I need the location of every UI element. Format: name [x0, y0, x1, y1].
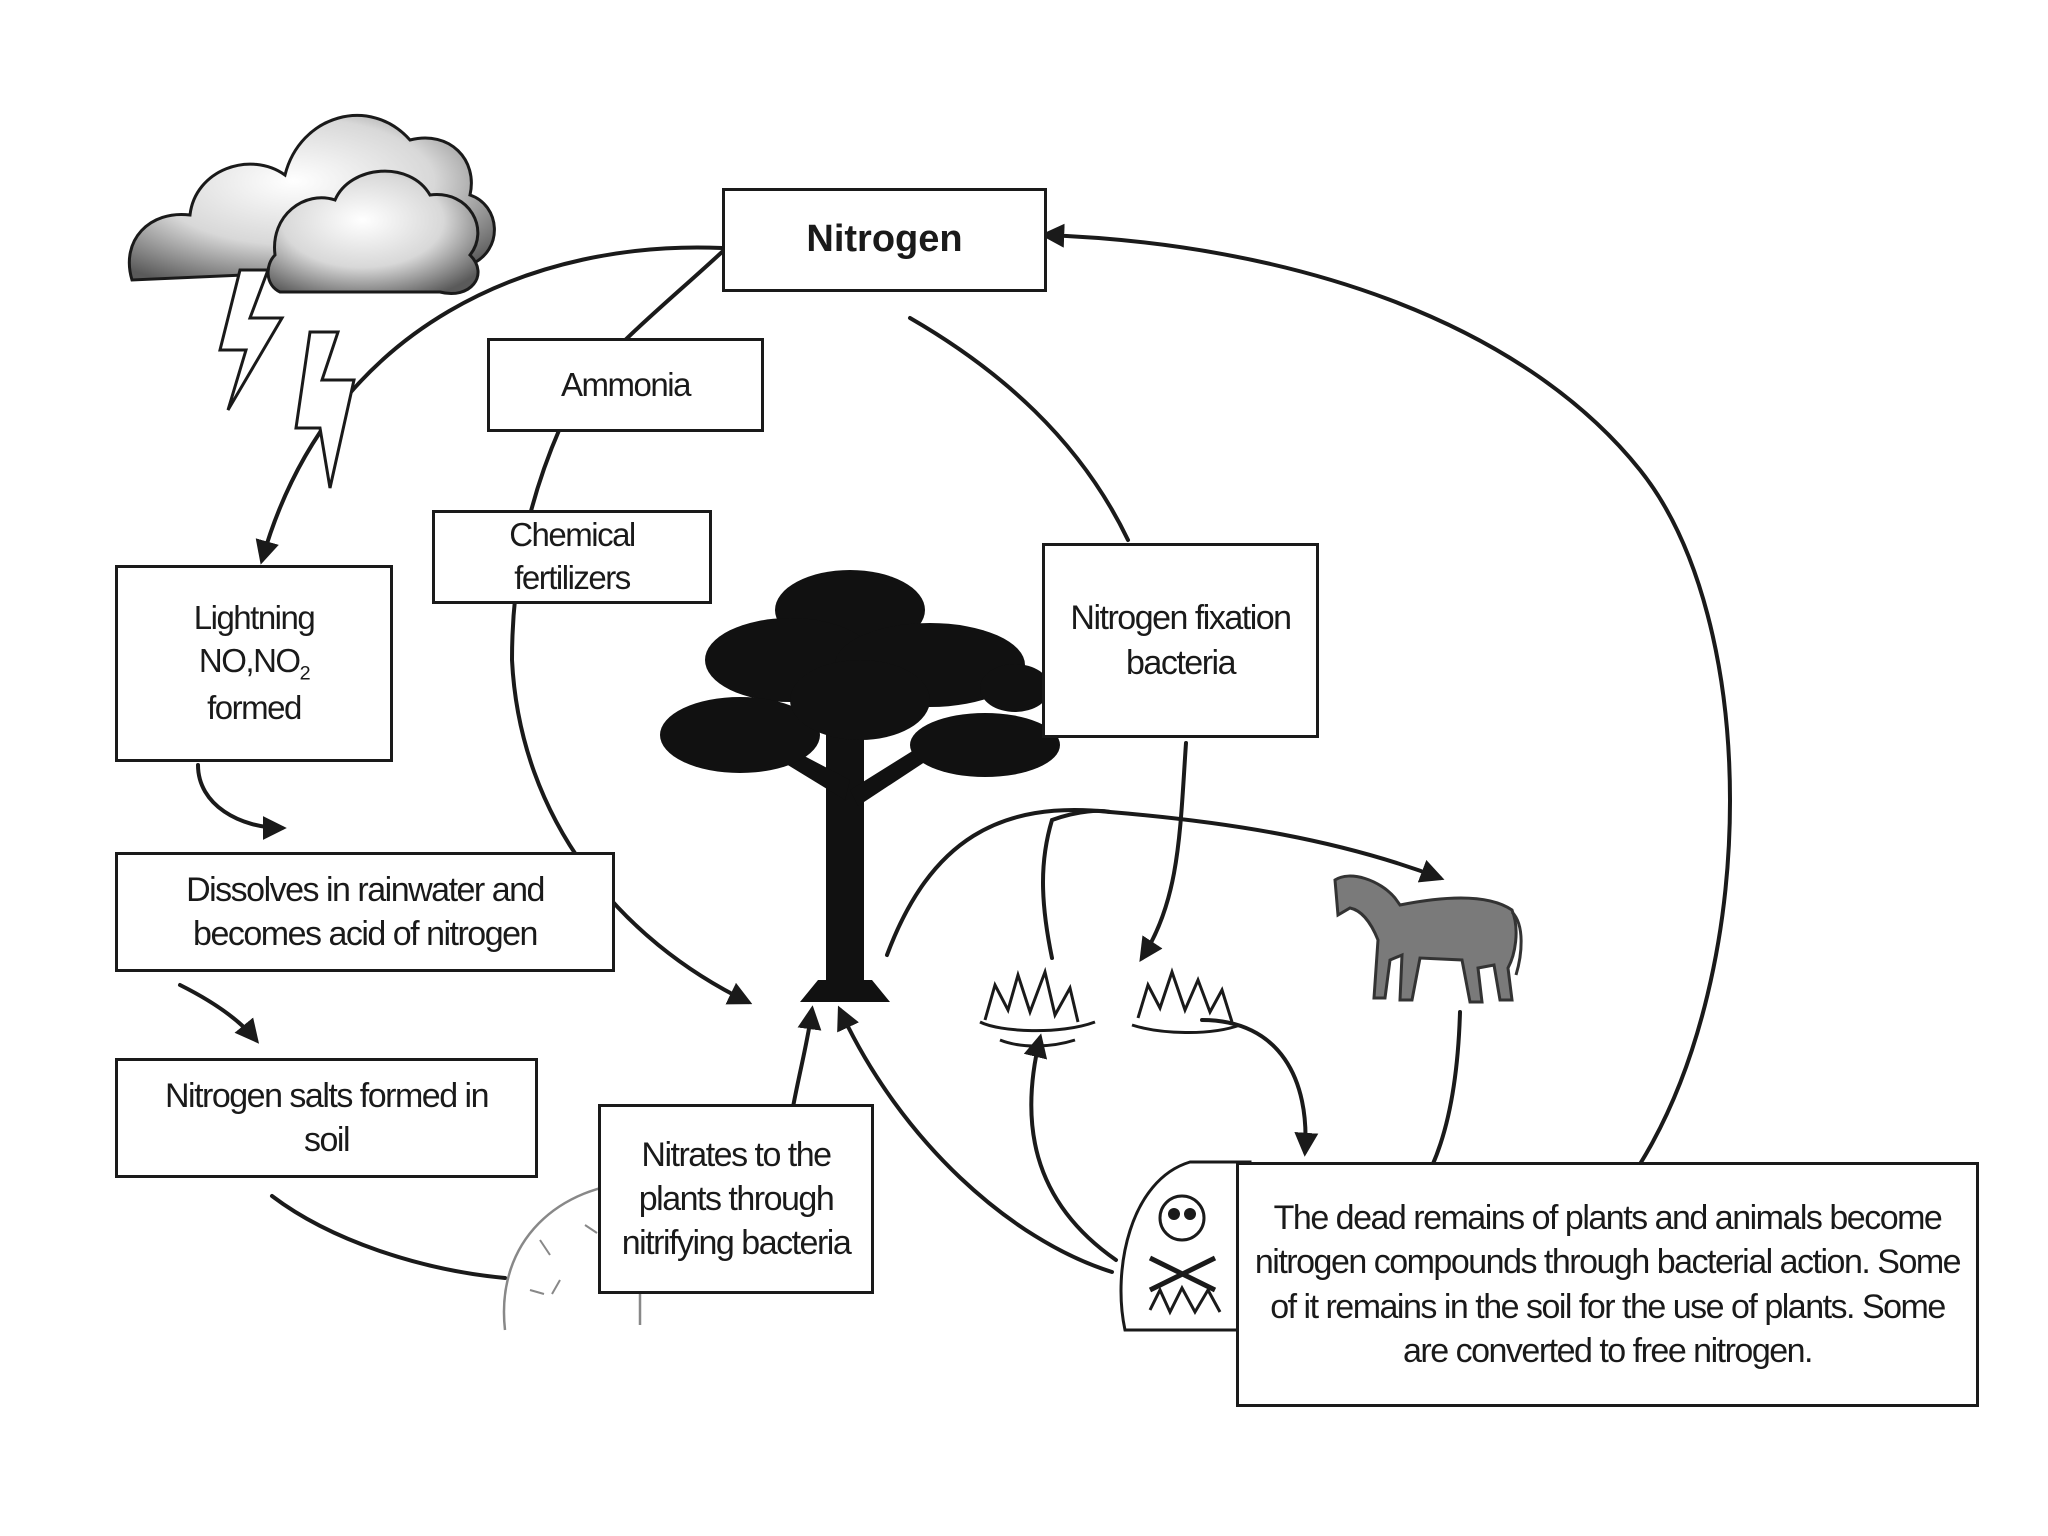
fertilizers-line-2: fertilizers [514, 559, 631, 596]
arrow-horse-to-decomposer [1430, 1010, 1462, 1168]
arrow-nitrogen-to-fixation [908, 316, 1130, 542]
nitrogen-label: Nitrogen [806, 218, 963, 261]
horse-icon [1333, 874, 1523, 1004]
dead-remains-line-1: The dead remains of plants and animals b… [1273, 1199, 1943, 1238]
dead-remains-line-2: nitrogen compounds through bacterial act… [1254, 1243, 1962, 1282]
plant-icon [979, 966, 1241, 1048]
chemical-fertilizers-box: Chemical fertilizers [432, 510, 712, 604]
arrow-nitrates-to-tree [791, 1005, 822, 1109]
dead-remains-box: The dead remains of plants and animals b… [1236, 1162, 1979, 1407]
nitrogen-box: Nitrogen [722, 188, 1047, 292]
arrow-fixation-to-plants [1139, 741, 1188, 963]
storm-cloud-icon [127, 114, 496, 295]
arrow-plants-to-decomposer [1200, 1018, 1319, 1157]
fixation-line-2: bacteria [1126, 643, 1236, 682]
fertilizers-line-1: Chemical [509, 516, 636, 554]
nitrates-line-2: plants through [638, 1179, 835, 1218]
arrow-dead-to-nitrogen [1040, 223, 1732, 1166]
fixation-box: Nitrogen fixation bacteria [1042, 543, 1319, 738]
lightning-formula: NO,NO2 [198, 641, 311, 685]
nitrates-line-3: nitrifying bacteria [621, 1224, 852, 1263]
arrow-nitrogen-to-lightning [255, 245, 724, 565]
arrow-lightning-to-dissolves [196, 763, 287, 840]
salts-line-2: soil [303, 1121, 351, 1159]
arrow-to-plants-left [1041, 809, 1112, 960]
dead-remains-line-4: are converted to free nitrogen. [1403, 1331, 1814, 1370]
arrow-decomposer-to-tree [837, 1005, 1114, 1274]
nitrates-line-1: Nitrates to the [641, 1135, 832, 1174]
lightning-line-3: formed [207, 689, 302, 727]
dissolves-line-2: becomes acid of nitrogen [193, 915, 538, 953]
nitrates-box: Nitrates to the plants through nitrifyin… [598, 1104, 874, 1294]
arrow-salts-to-soil [270, 1194, 507, 1280]
ammonia-box: Ammonia [487, 338, 764, 432]
ammonia-label: Ammonia [561, 365, 691, 403]
tree-icon [660, 570, 1060, 1002]
lightning-line-1: Lightning [193, 598, 316, 636]
nitrogen-salts-box: Nitrogen salts formed in soil [115, 1058, 538, 1178]
skull-icon [1119, 1160, 1252, 1332]
dead-remains-line-3: of it remains in the soil for the use of… [1270, 1287, 1946, 1326]
dissolves-line-1: Dissolves in rainwater and [186, 870, 545, 909]
arrow-dissolves-to-salts [178, 983, 260, 1044]
fixation-line-1: Nitrogen fixation [1070, 599, 1292, 638]
dissolves-box: Dissolves in rainwater and becomes acid … [115, 852, 615, 972]
lightning-box: Lightning NO,NO2 formed [115, 565, 393, 762]
lightning-bolt-icon [218, 268, 356, 489]
arrow-decomposer-to-plants [1023, 1033, 1118, 1262]
salts-line-1: Nitrogen salts formed in [164, 1076, 490, 1115]
